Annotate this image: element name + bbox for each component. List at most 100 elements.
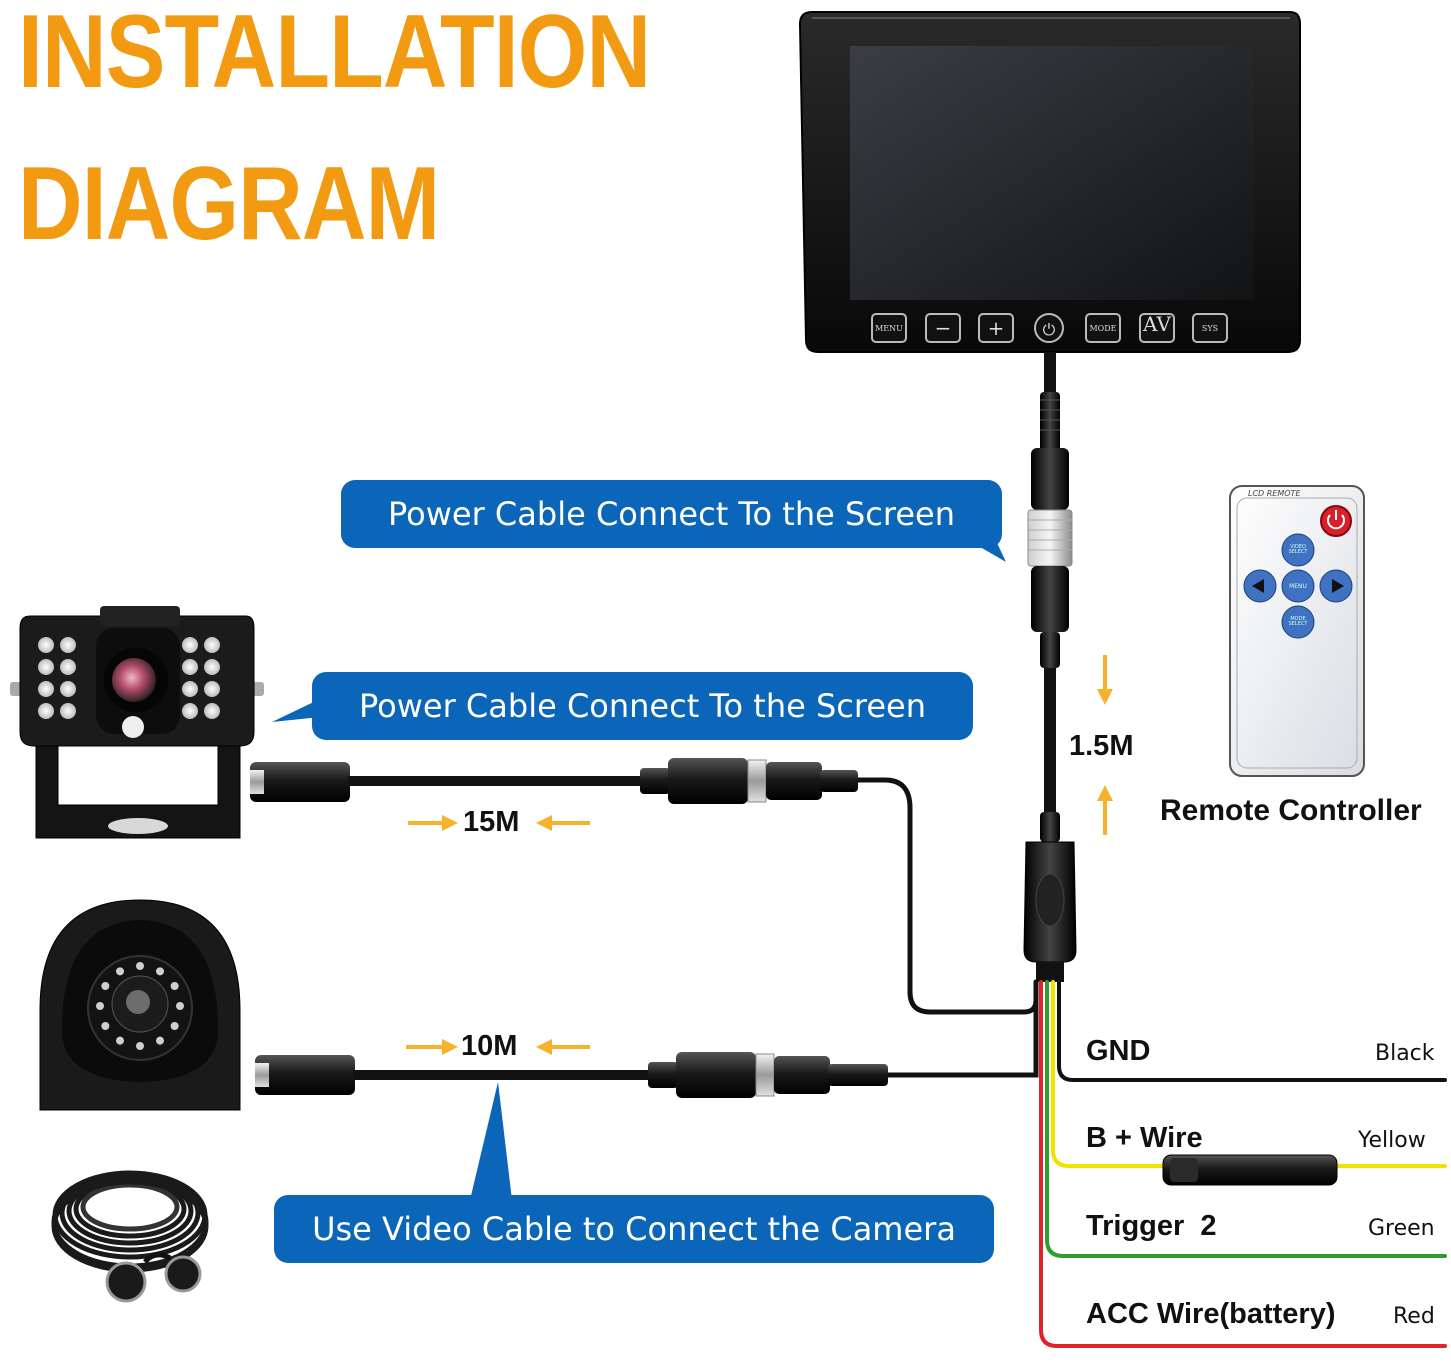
wire-color-red: Red	[1393, 1304, 1435, 1329]
length-arrow	[536, 815, 590, 831]
length-camera1-cable: 15M	[463, 806, 520, 838]
remote-up-label: VIDEO SELECT	[1288, 544, 1308, 555]
bracket-camera	[10, 606, 264, 839]
ir-led	[38, 681, 54, 697]
ir-led	[116, 1036, 124, 1045]
camera1-cable-to-splitter	[852, 777, 1039, 1015]
camera2-cable	[255, 1052, 888, 1098]
ir-led	[136, 1042, 144, 1050]
wire-color-yellow: Yellow	[1358, 1128, 1426, 1153]
length-camera2-cable: 10M	[461, 1030, 518, 1062]
remote-center-label: MENU	[1289, 583, 1307, 590]
camera-ir-leds-ring	[96, 962, 184, 1050]
monitor-screen	[850, 46, 1254, 300]
output-wires	[852, 777, 1447, 1348]
ir-led	[204, 703, 220, 719]
camera-lens	[112, 658, 156, 702]
callout-tail	[470, 1082, 512, 1200]
fuse-holder	[1162, 1154, 1338, 1186]
ir-led	[116, 967, 124, 976]
monitor-button-6[interactable]: AV	[1139, 312, 1175, 343]
ir-led	[204, 681, 220, 697]
remote-menu-button	[1281, 569, 1315, 603]
ir-led	[156, 1036, 164, 1045]
camera-ir-leds	[38, 637, 220, 719]
length-arrow	[408, 815, 458, 831]
wire-label-gnd: GND	[1086, 1035, 1151, 1067]
wire-color-black: Black	[1375, 1041, 1435, 1066]
wire-color-green: Green	[1368, 1216, 1435, 1241]
ir-led	[38, 659, 54, 675]
ir-led	[38, 703, 54, 719]
black-wire	[1057, 980, 1447, 1082]
length-arrow	[1097, 655, 1113, 705]
monitor-button-2[interactable]: −	[925, 313, 961, 343]
length-arrow	[406, 1039, 458, 1055]
green-wire	[1045, 980, 1447, 1258]
monitor-button-label: SYS	[1202, 324, 1218, 333]
ir-led	[60, 703, 76, 719]
wire-label-bplus: B + Wire	[1086, 1122, 1203, 1154]
ir-led	[136, 962, 144, 970]
camera1-cable	[250, 758, 858, 804]
monitor-button-4[interactable]: ⏻	[1034, 313, 1064, 343]
ir-led	[182, 703, 198, 719]
wire-label-acc: ACC Wire(battery)	[1086, 1298, 1336, 1330]
ir-led	[96, 1002, 104, 1010]
cable-coil	[51, 1170, 209, 1273]
remote-controller-label: Remote Controller	[1160, 794, 1422, 827]
ir-led	[170, 982, 179, 990]
title-line1: INSTALLATION	[18, 0, 651, 110]
monitor-button-label: −	[935, 316, 952, 340]
ir-led	[204, 637, 220, 653]
ir-led	[38, 637, 54, 653]
callout-power-screen-top: Power Cable Connect To the Screen	[341, 480, 1002, 548]
remote-power-button	[1320, 505, 1352, 537]
monitor	[798, 11, 1301, 353]
callout-power-screen-mid: Power Cable Connect To the Screen	[312, 672, 973, 740]
monitor-button-label: MENU	[875, 324, 903, 333]
monitor-button-row: MENU − + ⏻ MODE AV SYS	[871, 312, 1228, 343]
ir-led	[156, 967, 164, 976]
ir-led	[182, 637, 198, 653]
ir-led	[101, 982, 110, 990]
remote-header: LCD REMOTE	[1248, 489, 1301, 498]
length-monitor-cable: 1.5M	[1069, 730, 1134, 762]
ir-led	[170, 1022, 179, 1030]
monitor-button-label: MODE	[1089, 324, 1116, 333]
red-wire	[1039, 980, 1447, 1348]
camera2-cable-to-splitter	[877, 979, 1039, 1078]
ir-led	[101, 1022, 110, 1030]
ir-led	[60, 659, 76, 675]
remote-up-button	[1281, 533, 1315, 567]
ir-led	[182, 681, 198, 697]
ir-led	[204, 659, 220, 675]
remote-down-label: MODE SELECT	[1288, 616, 1308, 627]
monitor-button-label: ⏻	[1043, 320, 1056, 339]
monitor-button-5[interactable]: MODE	[1085, 313, 1121, 343]
monitor-button-3[interactable]: +	[978, 313, 1014, 343]
yellow-wire	[1051, 980, 1447, 1168]
ir-led	[60, 637, 76, 653]
monitor-cable	[1023, 352, 1077, 982]
monitor-connector-male	[1031, 566, 1069, 632]
length-arrow	[1097, 785, 1113, 835]
monitor-button-7[interactable]: SYS	[1192, 313, 1228, 343]
monitor-connector-female	[1031, 448, 1069, 510]
remote-down-button	[1281, 605, 1315, 639]
length-arrow	[536, 1039, 590, 1055]
monitor-connector-nut	[1027, 509, 1073, 567]
title-line2: DIAGRAM	[18, 146, 440, 262]
length-arrows	[406, 655, 1113, 1055]
monitor-button-label: AV	[1142, 312, 1171, 336]
ir-led	[182, 659, 198, 675]
monitor-button-label: +	[988, 316, 1005, 340]
callout-video-cable: Use Video Cable to Connect the Camera	[274, 1195, 994, 1263]
remote-controller	[1229, 485, 1365, 777]
monitor-button-1[interactable]: MENU	[871, 313, 907, 343]
wire-label-trigger: Trigger 2	[1086, 1210, 1217, 1242]
ir-led	[60, 681, 76, 697]
ir-led	[176, 1002, 184, 1010]
side-camera	[39, 899, 241, 1111]
